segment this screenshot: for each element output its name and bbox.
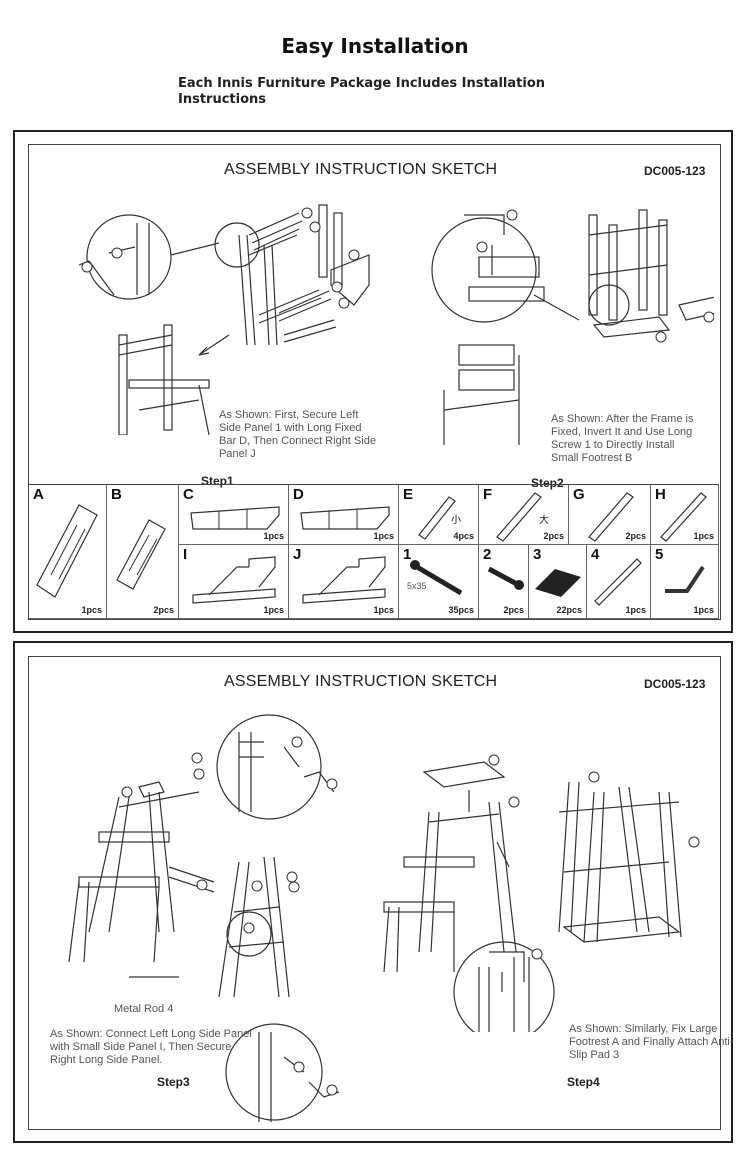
part-F-qty: 2pcs bbox=[543, 531, 564, 541]
part-A-label: A bbox=[33, 486, 44, 503]
metal-rod-icon bbox=[594, 558, 642, 606]
part-E: E 小 4pcs bbox=[399, 485, 479, 545]
sheet-2-frame: ASSEMBLY INSTRUCTION SKETCH DC005-123 bbox=[28, 656, 733, 1130]
part-C-drawing bbox=[190, 506, 280, 530]
part-J: J 1pcs bbox=[289, 545, 399, 619]
part-F-mark: 大 bbox=[539, 515, 549, 526]
step4-note: As Shown: Similarly, Fix Large Footrest … bbox=[569, 1023, 734, 1061]
part-E-mark: 小 bbox=[451, 515, 461, 526]
part-G-qty: 2pcs bbox=[625, 531, 646, 541]
step2-label: Step2 bbox=[531, 476, 564, 490]
part-J-drawing bbox=[302, 556, 386, 604]
step3-illustration bbox=[68, 714, 340, 1122]
part-I-label: I bbox=[183, 546, 188, 563]
part-E-qty: 4pcs bbox=[453, 531, 474, 541]
allen-key-icon bbox=[665, 565, 705, 593]
part-A-qty: 1pcs bbox=[81, 605, 102, 615]
part-H-label: H bbox=[655, 486, 666, 503]
part-E-drawing bbox=[418, 496, 456, 540]
page-title: Easy Installation bbox=[281, 34, 469, 58]
step4-label: Step4 bbox=[567, 1075, 600, 1089]
part-A-drawing bbox=[36, 504, 98, 598]
part-J-label: J bbox=[293, 546, 302, 563]
part-H: H 1pcs bbox=[651, 485, 719, 545]
step3-label: Step3 bbox=[157, 1075, 190, 1089]
part-B-qty: 2pcs bbox=[153, 605, 174, 615]
part-B: B 2pcs bbox=[107, 485, 179, 619]
instruction-sheet-2: ASSEMBLY INSTRUCTION SKETCH DC005-123 bbox=[13, 641, 733, 1143]
part-3-pad: 3 22pcs bbox=[529, 545, 587, 619]
part-1-qty: 35pcs bbox=[448, 605, 474, 615]
sheet-2-title: ASSEMBLY INSTRUCTION SKETCH bbox=[224, 673, 498, 690]
part-G: G 2pcs bbox=[569, 485, 651, 545]
part-G-label: G bbox=[573, 486, 585, 503]
part-B-drawing bbox=[116, 519, 166, 590]
step4-illustration bbox=[383, 754, 700, 1032]
part-1-label: 1 bbox=[403, 546, 412, 563]
part-F: F 大 2pcs bbox=[479, 485, 569, 545]
step3-note: As Shown: Connect Left Long Side Panel w… bbox=[50, 1028, 252, 1066]
part-A: A 1pcs bbox=[29, 485, 107, 619]
part-2-bolt: 2 2pcs bbox=[479, 545, 529, 619]
part-D-qty: 1pcs bbox=[373, 531, 394, 541]
step1-illustration bbox=[78, 204, 370, 435]
part-C: C 1pcs bbox=[179, 485, 289, 545]
anti-slip-pad-icon bbox=[535, 569, 581, 597]
step1-note: As Shown: First, Secure Left Side Panel … bbox=[219, 409, 376, 460]
part-4-qty: 1pcs bbox=[625, 605, 646, 615]
part-C-qty: 1pcs bbox=[263, 531, 284, 541]
part-1-size: 5x35 bbox=[407, 581, 427, 591]
part-E-label: E bbox=[403, 486, 414, 503]
part-G-drawing bbox=[588, 492, 634, 542]
part-5-qty: 1pcs bbox=[693, 605, 714, 615]
part-I-drawing bbox=[192, 556, 276, 604]
sheet-1-frame: ASSEMBLY INSTRUCTION SKETCH DC005-123 bbox=[28, 144, 721, 620]
instruction-sheet-1: ASSEMBLY INSTRUCTION SKETCH DC005-123 bbox=[13, 130, 733, 633]
part-5-label: 5 bbox=[655, 546, 664, 563]
part-D: D 1pcs bbox=[289, 485, 399, 545]
page-subtitle: Each Innis Furniture Package Includes In… bbox=[178, 76, 546, 107]
part-H-drawing bbox=[660, 492, 707, 542]
part-D-drawing bbox=[300, 506, 390, 530]
part-3-label: 3 bbox=[533, 546, 542, 563]
part-H-qty: 1pcs bbox=[693, 531, 714, 541]
part-4-label: 4 bbox=[591, 546, 600, 563]
step2-note: As Shown: After the Frame is Fixed, Inve… bbox=[551, 413, 694, 464]
step2-illustration bbox=[431, 209, 714, 445]
part-3-qty: 22pcs bbox=[556, 605, 582, 615]
metal-rod-label: Metal Rod 4 bbox=[114, 1003, 174, 1015]
sheet-2-code: DC005-123 bbox=[644, 677, 706, 691]
part-I: I 1pcs bbox=[179, 545, 289, 619]
part-5-wrench: 5 1pcs bbox=[651, 545, 719, 619]
part-I-qty: 1pcs bbox=[263, 605, 284, 615]
part-D-label: D bbox=[293, 486, 304, 503]
part-4-rod: 4 1pcs bbox=[587, 545, 651, 619]
part-1-screw: 1 5x35 35pcs bbox=[399, 545, 479, 619]
part-F-label: F bbox=[483, 486, 493, 503]
screw-icon bbox=[410, 560, 463, 596]
part-2-label: 2 bbox=[483, 546, 492, 563]
sheet-1-code: DC005-123 bbox=[644, 164, 706, 178]
part-2-qty: 2pcs bbox=[503, 605, 524, 615]
part-B-label: B bbox=[111, 486, 122, 503]
part-C-label: C bbox=[183, 486, 194, 503]
part-J-qty: 1pcs bbox=[373, 605, 394, 615]
part-F-drawing bbox=[496, 492, 542, 542]
bolt-icon bbox=[487, 566, 524, 590]
sheet-1-title: ASSEMBLY INSTRUCTION SKETCH bbox=[224, 161, 498, 178]
parts-grid: A 1pcs B 2pcs C 1pcs bbox=[29, 484, 719, 620]
